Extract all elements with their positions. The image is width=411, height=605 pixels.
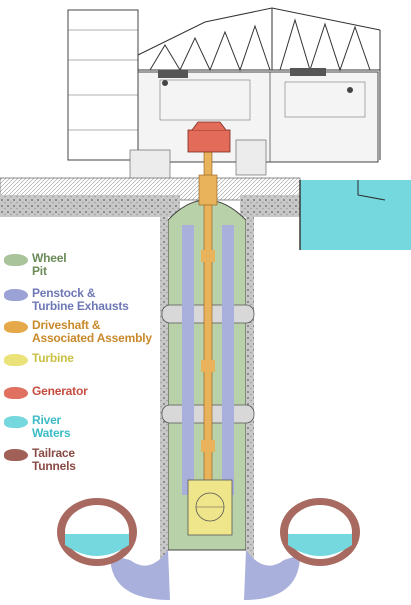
- legend-item-driveshaft: Driveshaft & Associated Assembly: [4, 319, 152, 345]
- legend-label-line: Pit: [32, 264, 47, 278]
- legend: Wheel Pit Penstock & Turbine Exhausts Dr…: [0, 0, 152, 600]
- driveshaft-swatch-icon: [4, 321, 28, 333]
- legend-item-penstock: Penstock & Turbine Exhausts: [4, 287, 129, 313]
- penstock-column: [182, 225, 234, 495]
- legend-label-line: Associated Assembly: [32, 331, 152, 345]
- generator-swatch-icon: [4, 387, 28, 399]
- legend-item-tailrace: Tailrace Tunnels: [4, 447, 76, 473]
- legend-item-turbine: Turbine: [4, 352, 74, 366]
- legend-label-line: Generator: [32, 384, 88, 398]
- penstock-swatch-icon: [4, 289, 28, 301]
- legend-item-generator: Generator: [4, 385, 88, 399]
- legend-item-river: River Waters: [4, 413, 71, 440]
- river-swatch-icon: [4, 416, 28, 428]
- legend-label-line: Tailrace: [32, 446, 75, 460]
- tailrace-tunnels: [57, 498, 360, 600]
- legend-label-line: Turbine: [32, 351, 74, 365]
- legend-label-line: Tunnels: [32, 459, 76, 473]
- legend-label-line: Penstock &: [32, 286, 96, 300]
- legend-label-line: Waters: [32, 426, 71, 440]
- legend-label-line: River: [32, 413, 62, 427]
- tailrace-swatch-icon: [4, 449, 28, 461]
- generator: [187, 121, 231, 153]
- turbine-swatch-icon: [4, 354, 28, 366]
- crane-right: [290, 68, 353, 93]
- wheel-pit-swatch-icon: [4, 254, 28, 266]
- legend-label-line: Driveshaft &: [32, 318, 101, 332]
- legend-label-line: Turbine Exhausts: [32, 299, 129, 313]
- turbine: [187, 479, 233, 536]
- powerhouse-building: [67, 9, 379, 181]
- legend-item-wheel-pit: Wheel Pit: [4, 251, 67, 278]
- crane-left: [158, 70, 188, 86]
- legend-label-line: Wheel: [32, 251, 67, 265]
- river-waters: [299, 180, 411, 250]
